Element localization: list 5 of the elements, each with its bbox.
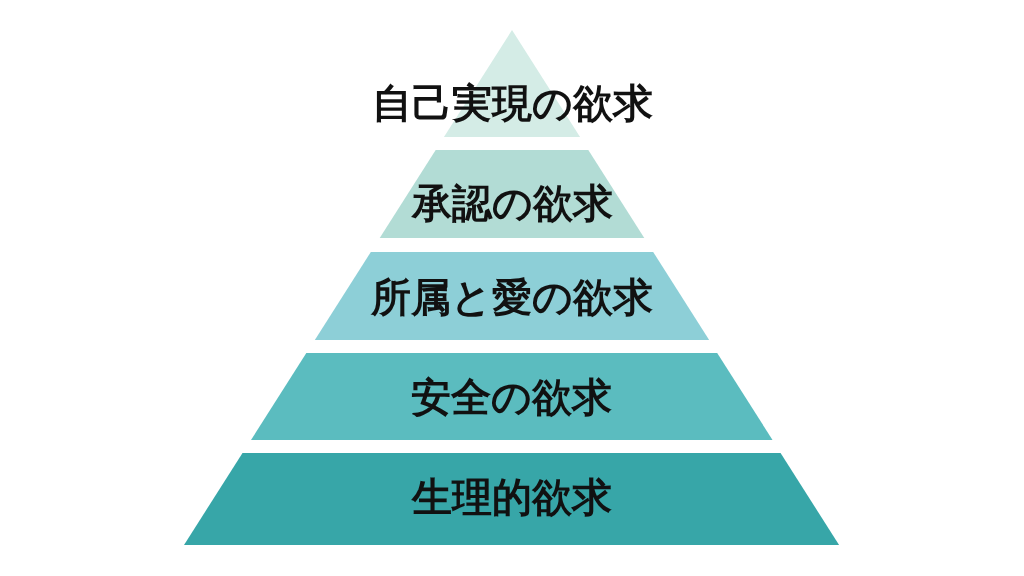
level-label: 承認の欲求 (410, 183, 614, 223)
level-label: 安全の欲求 (410, 377, 614, 417)
level-label: 自己実現の欲求 (370, 83, 654, 123)
level-label: 生理的欲求 (410, 477, 613, 517)
level-label: 所属と愛の欲求 (370, 277, 654, 317)
